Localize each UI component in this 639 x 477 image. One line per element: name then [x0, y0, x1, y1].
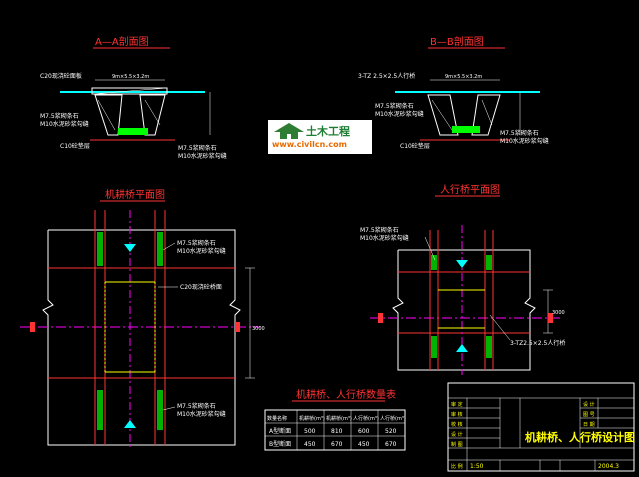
- p-label-2: M10水泥砂浆勾缝: [360, 234, 409, 242]
- tb-cell: 日 期: [583, 422, 595, 428]
- ped-plan-drawing: [370, 225, 560, 375]
- logo-url: www.civilcn.com: [272, 140, 347, 149]
- title-block: [447, 382, 635, 472]
- b-label-br2: M10水泥砂浆勾缝: [500, 137, 549, 145]
- v-label-3: C20现浇砼桥面: [180, 283, 222, 291]
- tb-cell: 设 计: [583, 401, 595, 408]
- p-label-right: 3-TZ2.5×2.5人行桥: [510, 339, 565, 347]
- tb-date: 2004.3: [598, 463, 619, 470]
- table-cell: A型断面: [269, 427, 291, 435]
- b-section-title: B—B剖面图: [430, 35, 484, 48]
- vehicle-plan-title: 机耕桥平面图: [105, 188, 165, 201]
- logo-name: 土木工程: [306, 125, 350, 138]
- ped-plan-title: 人行桥平面图: [440, 183, 500, 196]
- tb-cell: 设 计: [451, 431, 463, 438]
- v-dim: 3000: [252, 326, 265, 332]
- table-cell: 520: [385, 428, 397, 435]
- table-title: 机耕桥、人行桥数量表: [296, 388, 396, 401]
- table-header: 人行桥(m³): [380, 415, 406, 422]
- b-label-mid2: M10水泥砂浆勾缝: [375, 110, 424, 118]
- p-dim: 3000: [552, 310, 565, 316]
- a-label-bottom-right2: M10水泥砂浆勾缝: [178, 152, 227, 160]
- tb-cell: 审 核: [451, 411, 463, 418]
- tb-cell: 校 核: [451, 421, 463, 428]
- b-section-drawing: 9m×5.5×3.2m: [395, 74, 540, 141]
- table-header: 数量名称: [267, 415, 287, 422]
- a-label-mid2: M10水泥砂浆勾缝: [40, 120, 89, 128]
- v-label-5: M10水泥砂浆勾缝: [177, 410, 226, 418]
- table-cell: 500: [304, 428, 316, 435]
- a-label-mid1: M7.5浆砌条石: [40, 112, 79, 120]
- b-label-top: 3-TZ 2.5×2.5人行桥: [358, 72, 415, 80]
- table-cell: 600: [358, 428, 370, 435]
- tb-cell: 图 号: [583, 412, 595, 418]
- tb-cell: 审 定: [451, 401, 463, 408]
- a-label-top: C20现浇砼面板: [40, 72, 82, 80]
- table-cell: 670: [331, 441, 343, 448]
- tb-scale: 1:50: [470, 463, 484, 470]
- table-header: 机耕桥(m³): [299, 415, 325, 422]
- b-label-bottom-left: C10砼垫层: [400, 142, 430, 150]
- a-label-bottom-left: C10砼垫层: [60, 142, 90, 150]
- v-label-1: M7.5浆砌条石: [177, 239, 216, 247]
- a-label-bottom-right: M7.5浆砌条石: [178, 144, 217, 152]
- tb-cell: 制 图: [451, 441, 463, 448]
- drawing-title: 机耕桥、人行桥设计图: [525, 430, 635, 444]
- b-label-mid1: M7.5浆砌条石: [375, 102, 414, 110]
- table-cell: 450: [358, 441, 370, 448]
- a-section-title: A—A剖面图: [95, 35, 149, 48]
- table-header: 人行桥(m³): [353, 415, 379, 422]
- b-label-br1: M7.5浆砌条石: [500, 129, 539, 137]
- b-dim: 9m×5.5×3.2m: [445, 74, 482, 80]
- quantity-table: [264, 409, 406, 451]
- table-cell: 670: [385, 441, 397, 448]
- v-label-4: M7.5浆砌条石: [177, 402, 216, 410]
- table-cell: 450: [304, 441, 316, 448]
- table-cell: B型断面: [269, 440, 291, 448]
- p-label-1: M7.5浆砌条石: [360, 226, 399, 234]
- vehicle-plan-drawing: [20, 210, 260, 450]
- a-section-drawing: 9m×5.5×3.2m: [60, 74, 211, 141]
- a-dim: 9m×5.5×3.2m: [112, 74, 149, 80]
- tb-cell: 比 例: [451, 463, 463, 470]
- watermark-logo: 土木工程 www.civilcn.com: [268, 120, 372, 154]
- v-label-2: M10水泥砂浆勾缝: [177, 247, 226, 255]
- table-cell: 810: [331, 428, 343, 435]
- house-icon: [274, 123, 304, 139]
- table-header: 机耕桥(m³): [326, 415, 352, 422]
